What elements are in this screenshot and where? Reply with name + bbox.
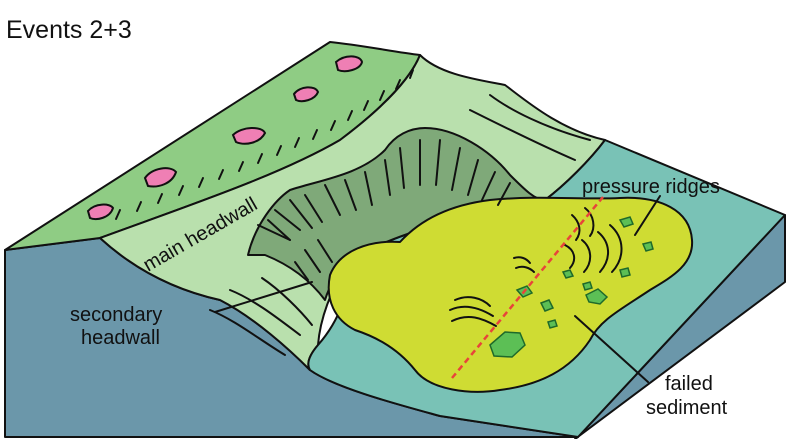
block (548, 320, 557, 328)
diagram-title: Events 2+3 (6, 16, 132, 44)
pressure-ridges-label: pressure ridges (582, 176, 720, 198)
block (583, 282, 592, 290)
failed-sediment-label-line1: failed (665, 373, 713, 395)
failed-sediment-label-line2: sediment (646, 397, 728, 419)
secondary-headwall-label-line1: secondary (70, 304, 162, 326)
block (620, 268, 630, 277)
secondary-headwall-label-line2: headwall (81, 327, 160, 349)
